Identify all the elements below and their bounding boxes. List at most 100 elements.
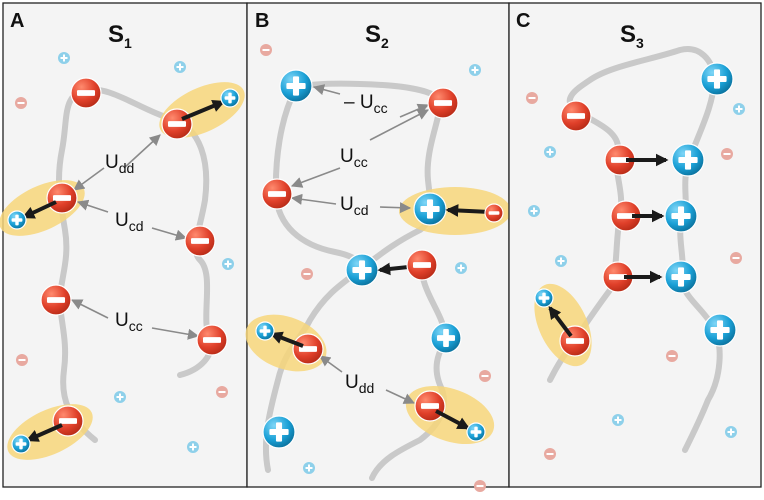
counterion-bar	[17, 102, 25, 104]
charge-bar-vertical	[292, 76, 300, 96]
interaction-pointer	[319, 355, 343, 373]
label-minus-ucc: – Ucc	[344, 92, 388, 116]
charge-bar-horizontal	[59, 418, 77, 424]
panel-b-title-main: S	[365, 21, 381, 48]
negative-counterion-icon	[301, 268, 313, 280]
charge-bar-horizontal	[617, 213, 635, 219]
interaction-pointer	[70, 299, 109, 319]
charge-bar-horizontal	[611, 157, 629, 163]
interaction-pointer	[399, 103, 430, 118]
charge-bar-vertical	[677, 267, 685, 287]
panel-c-title: S3	[620, 21, 644, 51]
minus-charge-icon	[484, 203, 504, 223]
negative-counterion-icon	[16, 354, 28, 366]
counterion-bar	[192, 443, 194, 451]
panel-c-letter: C	[516, 10, 530, 32]
charge-bar-horizontal	[566, 338, 584, 344]
charges-panel-b	[255, 69, 504, 449]
charge-bar-vertical	[443, 329, 449, 347]
counterion-bar	[723, 153, 731, 155]
counterion-bar	[63, 54, 65, 62]
counterion-bar	[668, 355, 676, 357]
counterion-bar	[617, 416, 619, 424]
plus-charge-icon	[534, 288, 554, 308]
plus-charge-icon	[345, 253, 379, 287]
charge-bar-vertical	[263, 325, 267, 337]
positive-counterion-icon	[174, 61, 186, 73]
dipole-arrow	[435, 409, 471, 430]
plus-charge-icon	[413, 192, 447, 226]
counterion-bar	[549, 148, 551, 156]
counterion-bar	[303, 273, 311, 275]
counterion-bar	[476, 485, 484, 487]
plus-charge-icon	[220, 88, 240, 108]
panel-b-letter: B	[255, 10, 269, 32]
interaction-pointer	[290, 167, 341, 188]
panel-a-title: S1	[108, 21, 132, 51]
counterion-bar	[308, 464, 310, 472]
plus-charge-icon	[279, 69, 313, 103]
plus-charge-icon	[430, 322, 462, 354]
minus-charge-icon	[70, 77, 102, 109]
panel-a: A S1 Udd Ucd Ucc	[0, 2, 248, 488]
negative-counterion-icon	[260, 44, 272, 56]
charge-bar-vertical	[358, 260, 366, 280]
counterion-bar	[262, 49, 270, 51]
counterion-bar	[533, 207, 535, 215]
counterion-bar	[738, 105, 740, 113]
minus-charge-icon	[196, 324, 228, 356]
minus-charge-icon	[427, 87, 459, 119]
charge-bar-horizontal	[413, 262, 431, 268]
minus-charge-icon	[46, 182, 78, 214]
counterion-bar	[119, 393, 121, 401]
positive-counterion-icon	[58, 52, 70, 64]
charge-bar-vertical	[15, 214, 19, 226]
label-udd: Udd	[345, 372, 374, 396]
counterion-bar	[730, 428, 732, 436]
charge-bar-vertical	[542, 292, 546, 304]
charges-panel-a	[7, 77, 240, 454]
polymer-chain-b2	[369, 262, 448, 481]
charge-bar-vertical	[474, 426, 478, 438]
charge-bar-vertical	[716, 320, 724, 340]
minus-charge-icon	[414, 390, 446, 422]
minus-charge-icon	[292, 333, 324, 365]
positive-counterion-icon	[303, 462, 315, 474]
charge-bar-vertical	[684, 150, 692, 170]
plus-charge-icon	[466, 422, 486, 442]
charge-bar-horizontal	[191, 238, 209, 244]
label-udd: Udd	[105, 152, 134, 176]
counterion-bar	[560, 257, 562, 265]
counterion-bar	[218, 391, 226, 393]
minus-charge-icon	[184, 225, 216, 257]
label-ucc: Ucc	[115, 310, 143, 334]
charge-bar-horizontal	[567, 113, 585, 119]
positive-counterion-icon	[544, 146, 556, 158]
dipole-arrow	[21, 200, 57, 219]
interaction-pointer	[290, 193, 337, 205]
label-ucd: Ucd	[115, 210, 144, 234]
charge-bar-horizontal	[168, 121, 186, 127]
negative-counterion-icon	[526, 92, 538, 104]
plus-charge-icon	[255, 321, 275, 341]
charge-bar-horizontal	[77, 90, 95, 96]
counterion-bar	[460, 264, 462, 272]
panel-c-title-sub: 3	[636, 35, 644, 51]
counterions	[15, 44, 745, 492]
charge-bar-vertical	[228, 92, 232, 104]
negative-counterion-icon	[730, 252, 742, 264]
panel-b: B S2 – Ucc Ucc Ucd Udd	[245, 2, 511, 488]
negative-counterion-icon	[216, 386, 228, 398]
negative-counterion-icon	[666, 350, 678, 362]
charge-bar-vertical	[426, 199, 434, 219]
panel-a-title-sub: 1	[124, 35, 132, 51]
positive-counterion-icon	[528, 205, 540, 217]
minus-charge-icon	[261, 178, 293, 210]
charges-panel-c	[534, 62, 737, 357]
interaction-pointer	[385, 389, 416, 404]
plus-charge-icon	[664, 199, 698, 233]
charge-bar-vertical	[677, 206, 685, 226]
dipole-arrow	[181, 100, 226, 121]
